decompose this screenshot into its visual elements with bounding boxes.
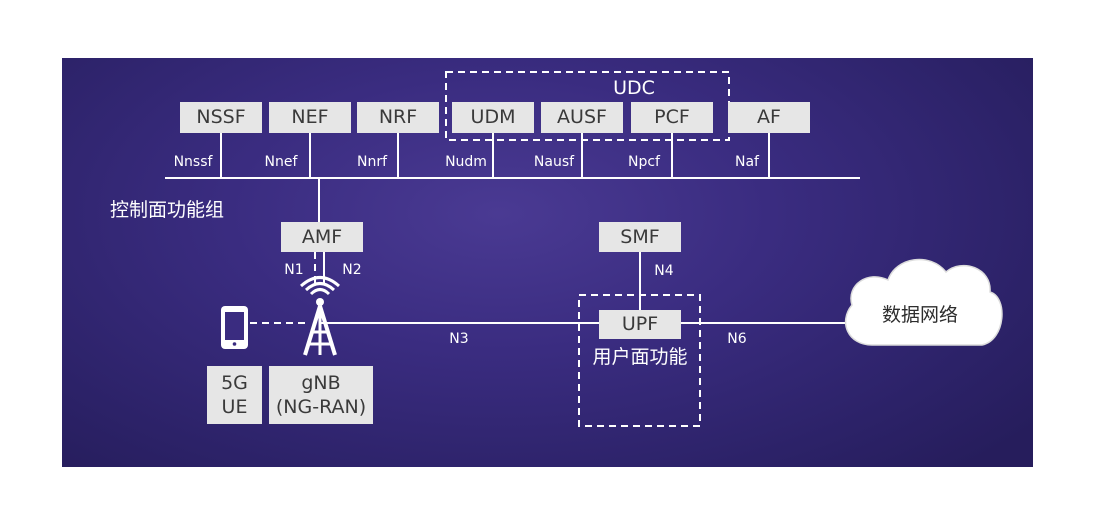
interface-label: Nausf [534, 154, 575, 170]
svg-text:SMF: SMF [620, 226, 659, 248]
n4-label: N4 [654, 263, 673, 279]
interface-label: Naf [735, 154, 760, 170]
n3-label: N3 [449, 331, 468, 347]
nf-label: AUSF [557, 106, 607, 128]
interface-label: Nnssf [174, 154, 214, 170]
gnb-box[interactable]: gNB (NG-RAN) [269, 366, 373, 424]
antenna-tower-icon [300, 276, 340, 356]
nf-pcf[interactable]: PCF Npcf [628, 102, 713, 178]
udc-label: UDC [613, 77, 655, 99]
nf-udm[interactable]: UDM Nudm [445, 102, 534, 178]
nf-af[interactable]: AF Naf [728, 102, 810, 178]
nf-nssf[interactable]: NSSF Nnssf [174, 102, 262, 178]
svg-text:(NG-RAN): (NG-RAN) [276, 396, 366, 418]
nf-label: NRF [379, 106, 417, 128]
nf-nef[interactable]: NEF Nnef [265, 102, 351, 178]
user-plane-group [578, 294, 701, 427]
data-network-cloud[interactable]: 数据网络 [844, 258, 1003, 346]
interface-label: Nudm [445, 154, 487, 170]
svg-text:UPF: UPF [622, 313, 658, 335]
n6-label: N6 [727, 331, 746, 347]
svg-text:gNB: gNB [301, 372, 340, 394]
interface-label: Nnrf [357, 154, 388, 170]
n1-label: N1 [284, 262, 303, 278]
data-network-label: 数据网络 [882, 304, 958, 326]
svg-text:UE: UE [222, 396, 248, 418]
amf-box[interactable]: AMF [281, 222, 363, 252]
phone-icon [221, 306, 248, 349]
control-plane-label: 控制面功能组 [110, 199, 224, 221]
nf-label: NEF [291, 106, 328, 128]
upf-box[interactable]: UPF [599, 310, 681, 339]
interface-label: Npcf [628, 154, 661, 170]
nf-label: PCF [654, 106, 690, 128]
nf-label: UDM [471, 106, 516, 128]
n2-label: N2 [342, 262, 361, 278]
user-plane-label: 用户面功能 [592, 346, 687, 368]
ue-box[interactable]: 5G UE [207, 366, 262, 424]
nf-label: NSSF [196, 106, 245, 128]
nf-ausf[interactable]: AUSF Nausf [534, 102, 623, 178]
smf-box[interactable]: SMF [599, 222, 681, 252]
svg-text:AMF: AMF [302, 226, 342, 248]
interface-label: Nnef [265, 154, 299, 170]
nf-label: AF [757, 106, 781, 128]
nf-nrf[interactable]: NRF Nnrf [357, 102, 439, 178]
svg-text:5G: 5G [221, 372, 248, 394]
